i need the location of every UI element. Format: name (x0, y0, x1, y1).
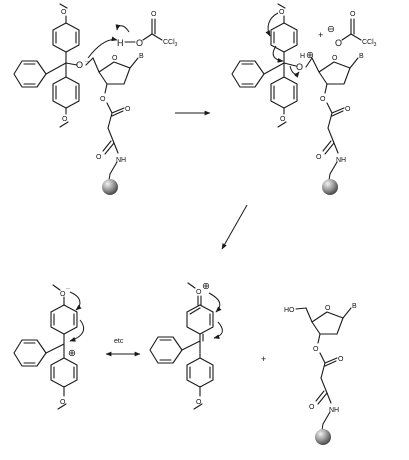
curly-arrow-oh-bond (115, 24, 130, 33)
curly-arrow-c-o-cleave (289, 65, 300, 78)
bottom-anisyl-ring-4 (186, 357, 214, 388)
acid-hydrogen: H (117, 38, 124, 48)
dmt-cation-carbocation: O .. ⊕ O (13, 284, 85, 410)
oxonium-oxygen: O (296, 62, 303, 72)
curly-arrow-ring-push (272, 45, 284, 63)
deoxyribose-ring (98, 61, 131, 85)
quinoid-ring (186, 304, 214, 335)
solid-support-bead (102, 179, 118, 195)
carbonyl-oxygen-5: O (338, 356, 344, 363)
ring-oxygen-2: O (332, 55, 338, 62)
deoxyribose-ring-2 (318, 61, 351, 85)
curly-arrow-resonance-1 (69, 291, 82, 311)
amide-nh: NH (116, 157, 126, 164)
base-label-2: B (359, 53, 364, 60)
curly-arrow-protonation (87, 36, 118, 59)
top-anisyl-ring-3 (50, 304, 78, 335)
svg-text:..: .. (85, 57, 89, 64)
resonance-etc-label: etc (114, 338, 124, 345)
oxonium-charge: ⊕ (306, 50, 314, 61)
methoxy-o-top-2: O (279, 9, 285, 16)
curly-arrow-resonance-3 (208, 292, 222, 313)
methoxy-o-4: O (60, 399, 66, 406)
amide-oxygen-2: O (316, 154, 322, 161)
ester-oxygen: O (100, 96, 106, 103)
methoxy-o-bottom-2: O (280, 116, 286, 123)
phenyl-ring-3 (13, 339, 47, 367)
molecule-dmt-nucleoside-start: O O O .. O B O O O (13, 3, 144, 195)
curly-arrow-resonance-2 (69, 319, 85, 342)
methoxy-o-bottom: O (62, 116, 68, 123)
dmt-cation-oxocarbenium: O ⊕ O (149, 281, 223, 410)
phenyl-ring-2 (231, 60, 265, 88)
molecule-deprotected-nucleoside: HO O B O O O NH (284, 303, 357, 445)
carbonyl-oxygen-2: O (345, 106, 351, 113)
trichloroacetic-acid: H O O CCl3 (117, 11, 178, 48)
methoxy-o-3: O (60, 291, 66, 298)
methoxy-o-6: O (196, 399, 202, 406)
amide-nh-2: NH (336, 157, 346, 164)
amide-nh-5: NH (329, 407, 339, 414)
methoxy-o-5: O (196, 289, 202, 296)
trichloroacetate-anion: + ⊖ O O CCl3 (318, 11, 377, 48)
reaction-arrow-2 (221, 204, 248, 250)
base-label: B (139, 53, 144, 60)
carbocation-charge: ⊕ (68, 348, 76, 359)
anion-oxygen: O (335, 38, 342, 48)
acid-carbonyl-o: O (151, 11, 157, 18)
bottom-anisyl-ring (52, 76, 80, 109)
methoxy-o-top: O (61, 9, 67, 16)
amide-oxygen: O (96, 154, 102, 161)
amide-oxygen-5: O (309, 404, 315, 411)
ester-oxygen-5: O (313, 346, 319, 353)
ccl3-label-2: CCl3 (362, 39, 377, 48)
top-anisyl-ring (52, 22, 80, 53)
deoxyribose-ring-5 (311, 311, 344, 335)
molecule-protonated-ether: O O O H ⊕ O B O O O NH (231, 3, 364, 195)
phenyl-ring-left (13, 60, 47, 88)
bottom-anisyl-ring-2 (270, 76, 298, 109)
solid-support-bead-5 (315, 429, 331, 445)
carbonyl-oxygen: O (125, 106, 131, 113)
ether-oxygen: O (76, 60, 83, 70)
base-label-5: B (352, 303, 357, 310)
hydroxyl-label: HO (284, 307, 295, 314)
plus-sign-bottom: + (261, 354, 266, 364)
ring-oxygen: O (112, 55, 118, 62)
bottom-anisyl-ring-3 (50, 357, 78, 388)
ring-oxygen-5: O (325, 305, 331, 312)
ccl3-label: CCl3 (163, 39, 178, 48)
anion-charge: ⊖ (327, 24, 335, 35)
curly-arrow-methoxy-push (265, 12, 279, 37)
plus-sign-top: + (318, 30, 323, 40)
phenyl-ring-4 (149, 336, 183, 364)
ester-oxygen-2: O (320, 96, 326, 103)
oxonium-charge-2: ⊕ (202, 281, 210, 292)
solid-support-bead-2 (322, 179, 338, 195)
curly-arrow-resonance-4 (213, 321, 223, 340)
oxonium-hydrogen: H (300, 53, 305, 60)
acid-oxygen: O (136, 38, 143, 48)
svg-text:..: .. (66, 284, 70, 291)
anion-carbonyl-o: O (350, 11, 356, 18)
